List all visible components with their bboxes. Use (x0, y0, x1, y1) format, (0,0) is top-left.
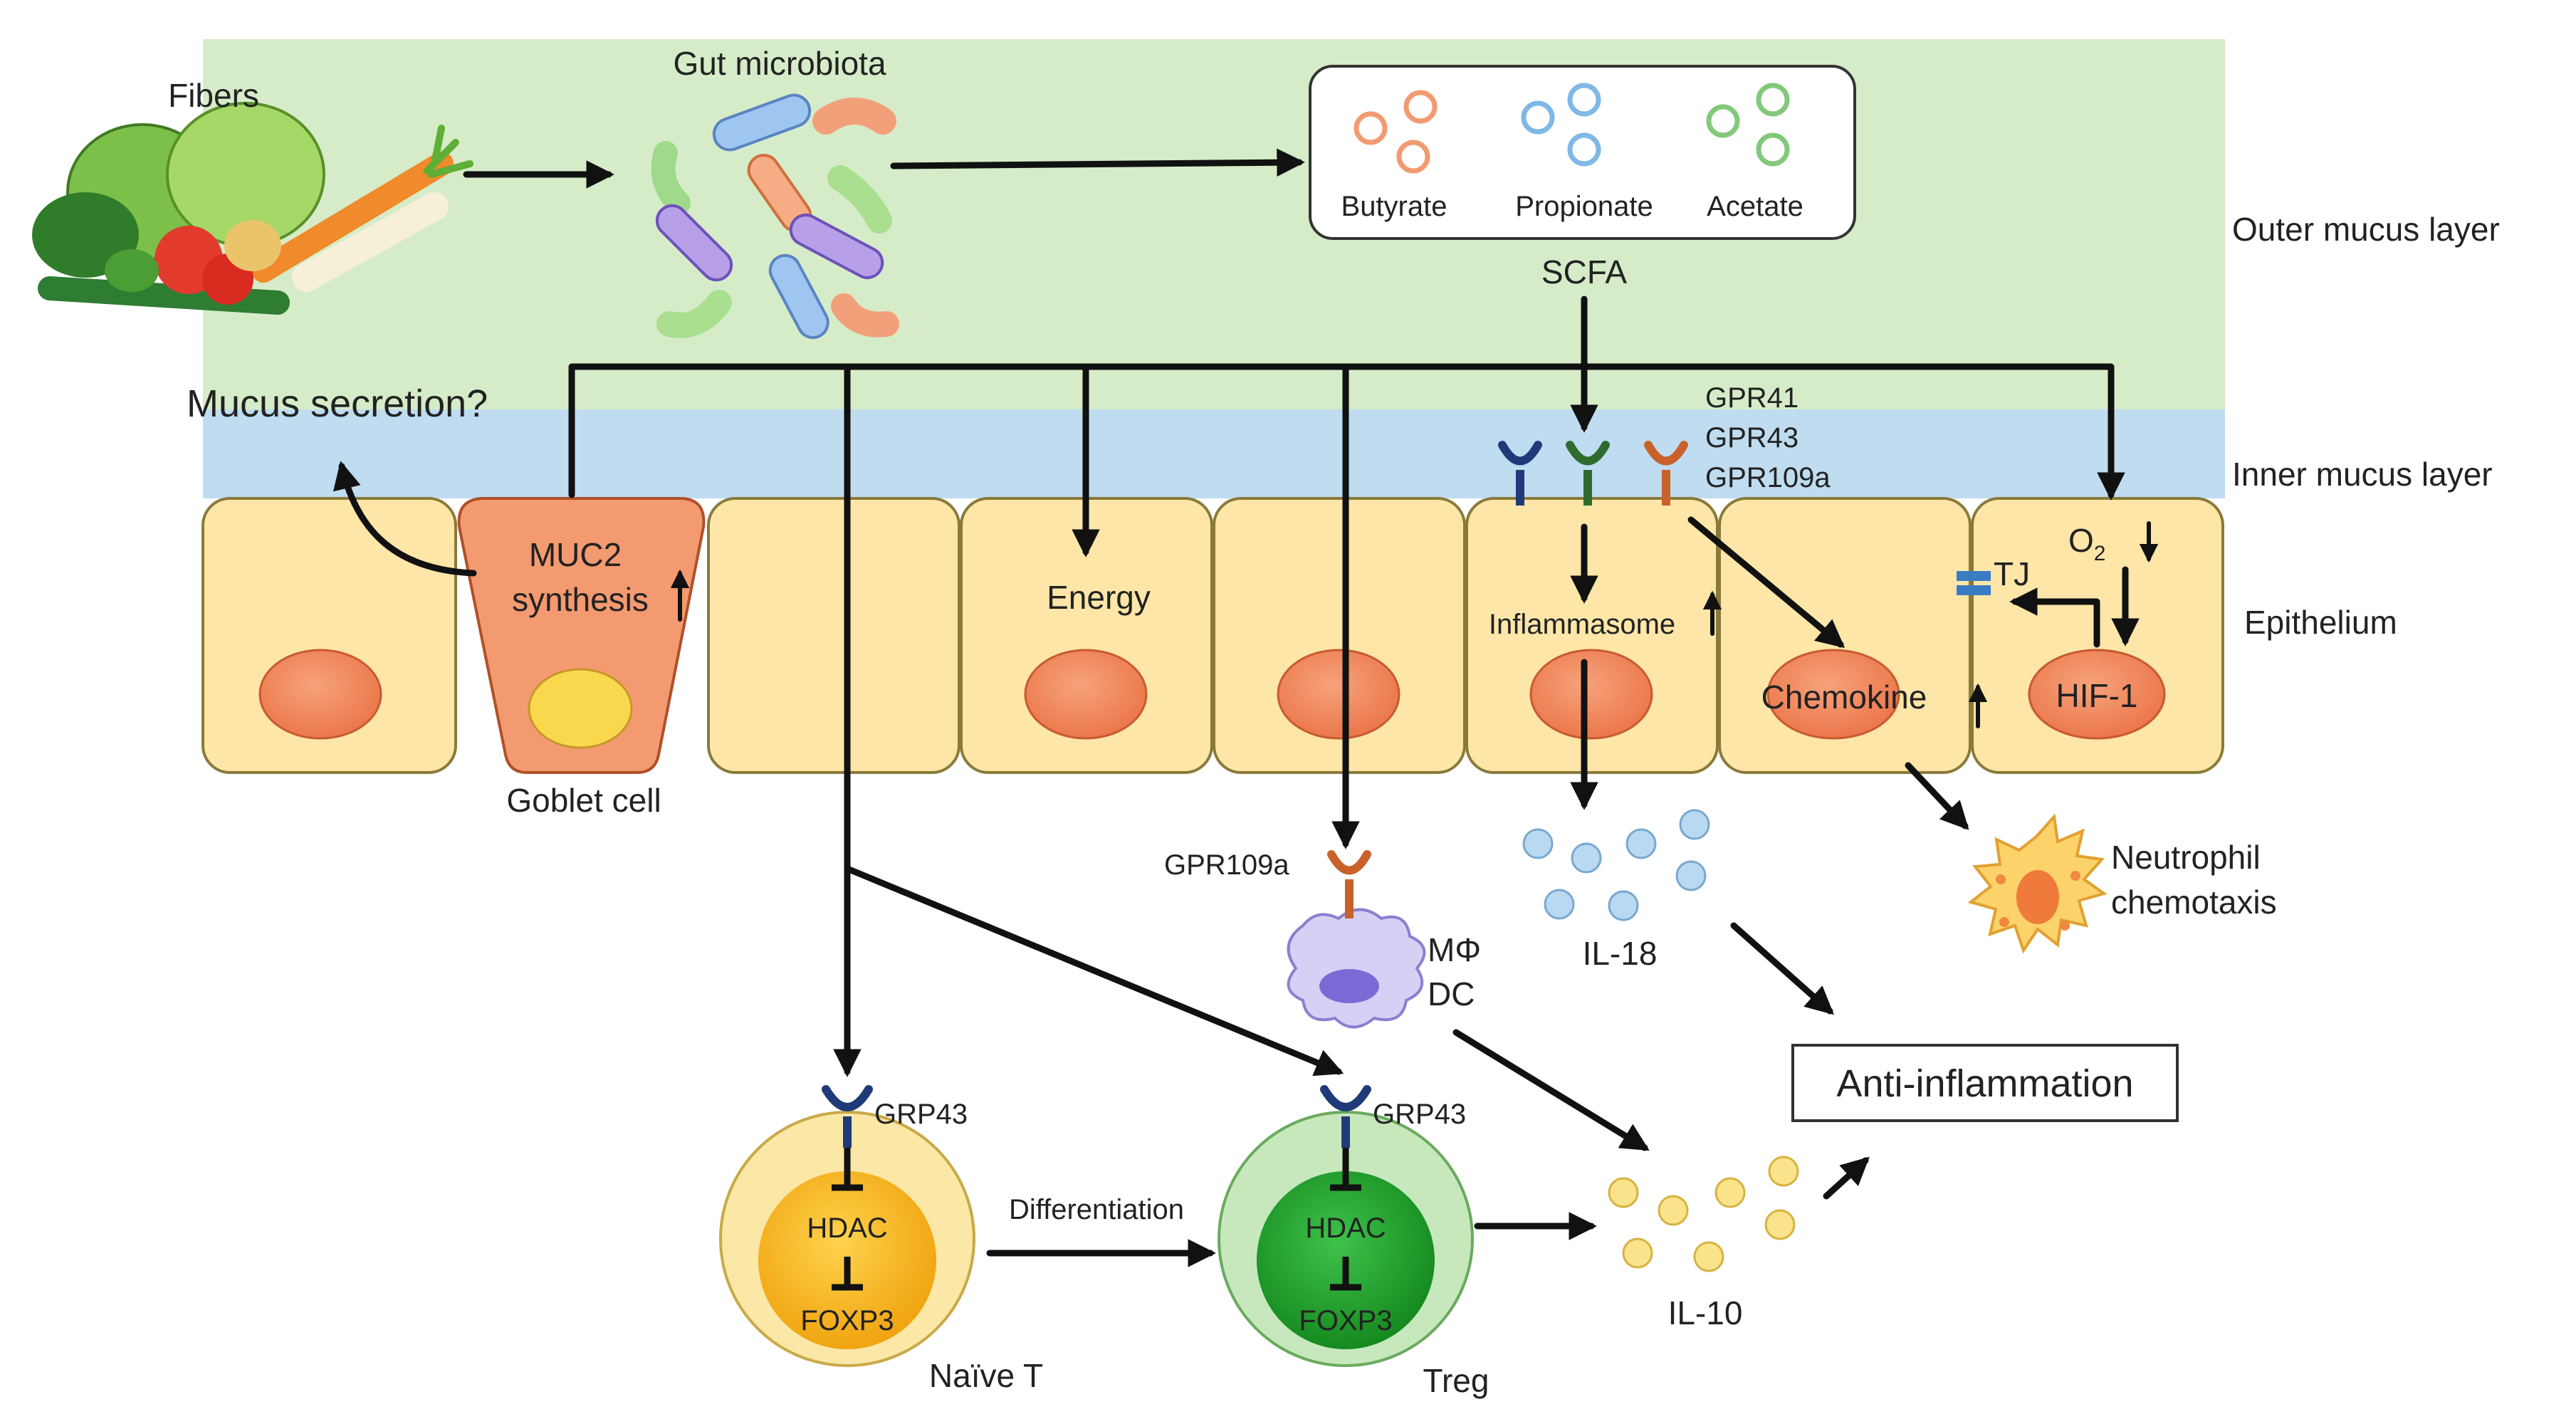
gpr109a-mf-receptor (1327, 850, 1371, 918)
nucleus (258, 649, 382, 740)
propionate-label: Propionate (1515, 191, 1653, 222)
nucleus (1766, 649, 1900, 740)
goblet-cell-shape (457, 497, 706, 774)
butyrate-label: Butyrate (1341, 191, 1447, 222)
tight-junction-icon (1957, 571, 1991, 595)
epithelium-label: Epithelium (2244, 604, 2397, 641)
neutrophil-icon (1967, 813, 2108, 954)
foxp3-treg-label: FOXP3 (1299, 1305, 1392, 1336)
muc2-label: MUC2 (529, 536, 622, 573)
anti-inflammation-label: Anti-inflammation (1836, 1062, 2133, 1105)
nucleus (1024, 649, 1148, 740)
goblet-cell-label: Goblet cell (506, 782, 661, 819)
gpr109a-label: GPR109a (1705, 462, 1831, 493)
chemotaxis-label: chemotaxis (2111, 884, 2277, 921)
epithelial-cell-3 (707, 497, 960, 774)
gpr43-receptor (1566, 441, 1610, 506)
hdac-naive-label: HDAC (807, 1213, 887, 1244)
treg-cell (1218, 1085, 1474, 1367)
hif1-nucleus (2028, 649, 2166, 740)
acetate-label: Acetate (1707, 191, 1803, 222)
differentiation-label: Differentiation (1009, 1194, 1184, 1225)
nucleus (1277, 649, 1400, 740)
anti-inflammation-box (1791, 1044, 2179, 1122)
inner-mucus-layer-label: Inner mucus layer (2232, 456, 2493, 493)
gpr41-label: GPR41 (1705, 382, 1799, 414)
pathway-arrows (333, 148, 2140, 1267)
il18-particles (1522, 809, 1710, 921)
mphi-label: MΦ (1428, 931, 1481, 968)
gpr41-receptor (1498, 441, 1542, 506)
gut-microbiota-label: Gut microbiota (673, 45, 886, 82)
acetate-molecules (1706, 83, 1790, 167)
naive-t-label: Naïve T (929, 1357, 1043, 1394)
outer-mucus-layer-label: Outer mucus layer (2232, 211, 2500, 248)
il10-particles (1608, 1156, 1799, 1272)
nucleus (1529, 649, 1653, 740)
gpr109a-mf-label: GPR109a (1164, 849, 1289, 881)
naive-t-cell (719, 1085, 975, 1367)
outer-mucus-layer-band (203, 39, 2225, 409)
epithelium-cells (201, 497, 2224, 774)
synthesis-label: synthesis (512, 581, 649, 618)
vegetables-icon (32, 102, 473, 315)
mucus-secretion-label: Mucus secretion? (187, 382, 488, 425)
gpr43-label: GPR43 (1705, 422, 1799, 454)
inflammasome-label: Inflammasome (1489, 609, 1675, 640)
bacteria-icon (651, 93, 899, 340)
grp43-treg-label: GRP43 (1373, 1099, 1466, 1130)
fibers-label: Fibers (168, 77, 259, 114)
butyrate-molecules (1354, 90, 1438, 174)
grp43-naive-label: GRP43 (874, 1099, 968, 1130)
dc-label: DC (1428, 975, 1475, 1012)
scfa-label: SCFA (1541, 253, 1627, 290)
increase-arrows (670, 521, 2159, 728)
o2-label: O2 (2068, 522, 2105, 565)
inner-mucus-layer-band (203, 409, 2225, 498)
energy-label: Energy (1047, 579, 1151, 616)
hdac-treg-label: HDAC (1305, 1213, 1386, 1244)
foxp3-naive-label: FOXP3 (800, 1305, 894, 1336)
treg-label: Treg (1423, 1362, 1489, 1399)
tj-label: TJ (1994, 555, 2030, 592)
hif1-label: HIF-1 (2056, 677, 2138, 714)
neutrophil-label: Neutrophil (2111, 839, 2261, 876)
goblet-nucleus (528, 668, 633, 749)
macrophage-icon (1287, 908, 1426, 1029)
chemokine-label: Chemokine (1761, 679, 1927, 716)
il10-label: IL-10 (1668, 1294, 1743, 1331)
propionate-molecules (1521, 83, 1601, 167)
gpr109a-receptor (1644, 441, 1688, 506)
epithelial-cell-5 (1213, 497, 1466, 774)
il18-label: IL-18 (1583, 935, 1658, 972)
